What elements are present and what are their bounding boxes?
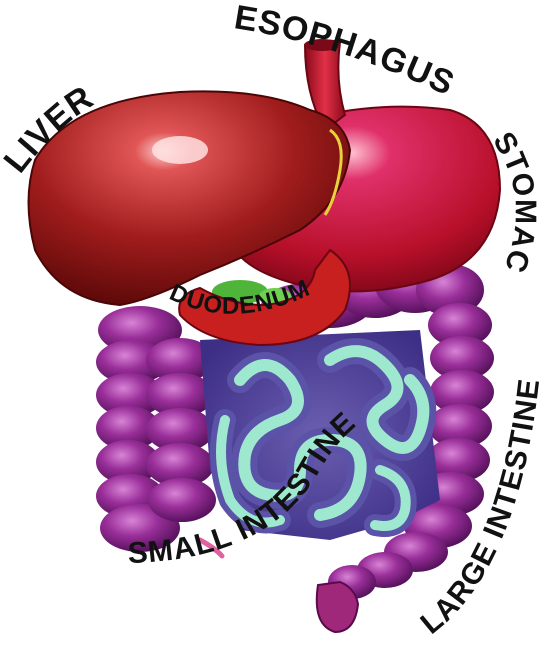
label-esophagus: ESOPHAGUS: [232, 0, 461, 103]
rectum: [317, 565, 376, 632]
ascending-colon: [96, 306, 216, 552]
